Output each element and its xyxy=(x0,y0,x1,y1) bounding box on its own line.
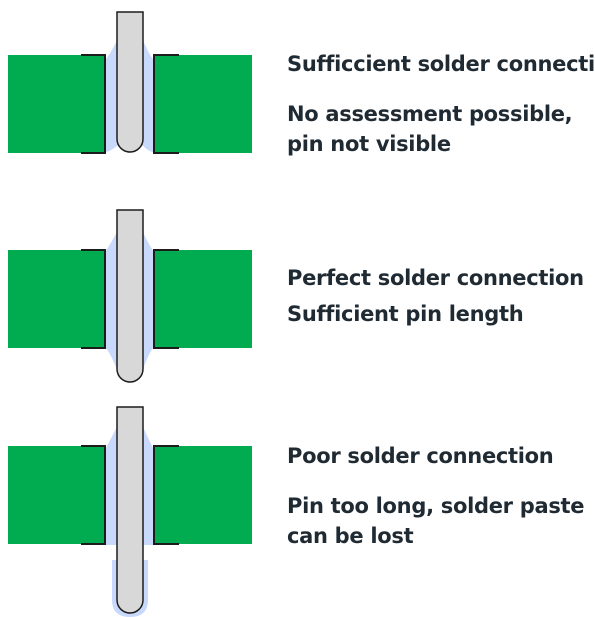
component-pin xyxy=(116,209,144,383)
row-3-note-line-2: can be lost xyxy=(287,524,414,548)
row-1-note-line-2: pin not visible xyxy=(287,132,451,156)
pcb-board-right xyxy=(153,446,252,544)
via-plating-right xyxy=(153,249,179,349)
joint-row-2 xyxy=(8,209,252,383)
pcb-board-left xyxy=(8,446,106,544)
row-3-title: Poor solder connection xyxy=(287,444,554,468)
row-3-note-line-1: Pin too long, solder paste xyxy=(287,494,585,518)
joint-row-1 xyxy=(8,11,252,154)
row-2-note-line-1: Sufficient pin length xyxy=(287,302,524,326)
pcb-board-left xyxy=(8,55,106,153)
component-pin xyxy=(116,11,144,153)
pcb-board-left xyxy=(8,250,106,348)
via-plating-left xyxy=(81,445,106,545)
via-plating-left xyxy=(81,54,106,154)
pcb-board-right xyxy=(153,55,252,153)
via-plating-right xyxy=(153,54,179,154)
row-1-note-line-1: No assessment possible, xyxy=(287,102,573,126)
via-plating-left xyxy=(81,249,106,349)
row-2-title: Perfect solder connection xyxy=(287,266,584,290)
component-pin xyxy=(116,406,144,614)
via-plating-right xyxy=(153,445,179,545)
pcb-board-right xyxy=(153,250,252,348)
joint-row-3 xyxy=(8,406,252,617)
row-1-title: Sufficcient solder connection xyxy=(287,52,595,76)
